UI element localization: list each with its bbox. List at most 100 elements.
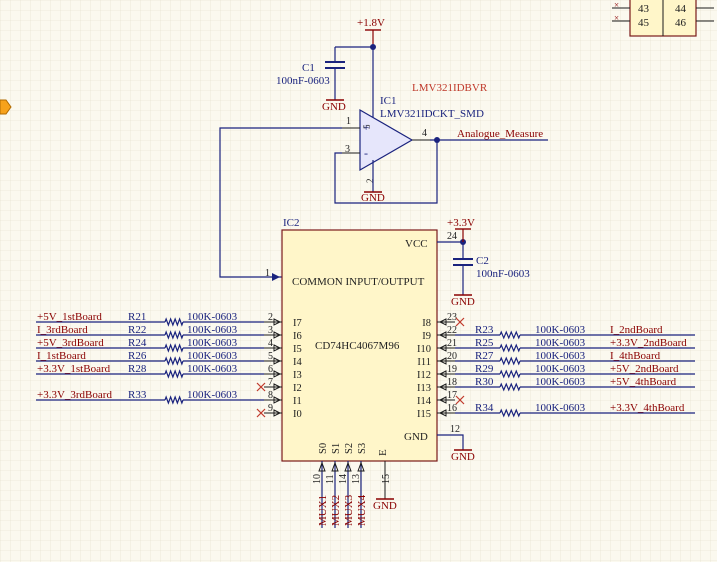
resistor-ref: R21 (128, 311, 146, 323)
pin-number: 2 (268, 312, 273, 323)
ic1-pin-5: 5 (362, 124, 372, 129)
net-label: +3.3V_4thBoard (610, 402, 685, 414)
net-label: MUX1 (317, 495, 329, 526)
header-port-43: 43 (638, 3, 650, 15)
ic2-pin-vcc: 24 (447, 231, 457, 242)
pin-name: I12 (417, 370, 431, 381)
arrow-input (272, 273, 280, 281)
pin-number: 14 (338, 474, 349, 484)
pin-name: I8 (422, 318, 431, 329)
pin-arrow (318, 461, 326, 472)
pin-number: 16 (447, 403, 457, 414)
wire-feedback (334, 140, 438, 204)
pin-name: S0 (318, 443, 329, 454)
pin-number: 17 (447, 390, 457, 401)
pin-name: I11 (417, 357, 431, 368)
resistor-zigzag (499, 369, 521, 379)
pin-name: I3 (293, 370, 302, 381)
ic2-part: CD74HC4067M96 (315, 340, 400, 352)
resistor-zigzag (499, 408, 521, 418)
resistor-zigzag (499, 382, 521, 392)
pin-name: I14 (417, 396, 432, 407)
header-port-46: 46 (675, 17, 687, 29)
resistor-zigzag (164, 330, 184, 340)
ic2-ref: IC2 (283, 217, 300, 229)
resistor-ref: R34 (475, 402, 494, 414)
pin-name: I4 (293, 357, 302, 368)
header-connector-fragment[interactable]: 43 44 45 46 × × (612, 0, 714, 37)
resistor-zigzag (499, 330, 521, 340)
mux-ic2[interactable]: IC2 VCC COMMON INPUT/OUTPUT CD74HC4067M9… (265, 217, 460, 462)
net-label: I_4thBoard (610, 350, 661, 362)
net-label: I_1stBoard (37, 350, 86, 362)
gnd-c1: GND (322, 99, 346, 113)
ic2-vcc-label: VCC (405, 238, 428, 250)
pin-number: 4 (268, 338, 273, 349)
channel-i14[interactable]: I14 17 (417, 390, 465, 407)
pin-arrow (273, 383, 282, 391)
pin-number: 10 (312, 474, 323, 484)
power-label-1v8: +1.8V (357, 17, 385, 29)
ic2-common-label: COMMON INPUT/OUTPUT (292, 276, 425, 288)
gnd-label: GND (361, 192, 385, 204)
c1-ref: C1 (302, 62, 315, 74)
header-port-45: 45 (638, 17, 650, 29)
resistor-ref: R23 (475, 324, 494, 336)
pin-number: 3 (268, 325, 273, 336)
opamp-ic1[interactable]: LMV321IDBVR IC1 LMV321IDCKT_SMD + - 1 3 … (345, 82, 488, 183)
port-marker[interactable] (0, 99, 12, 115)
net-analogue-measure: Analogue_Measure (457, 128, 543, 140)
pin-name: I9 (422, 331, 431, 342)
net-label: +3.3V_1stBoard (37, 363, 111, 375)
resistor-zigzag (164, 356, 184, 366)
resistor-value: 100K-0603 (187, 389, 238, 401)
pin-arrow (273, 357, 282, 365)
pin-arrow (344, 461, 352, 472)
resistor-value: 100K-0603 (535, 363, 586, 375)
pin-name: I1 (293, 396, 302, 407)
capacitor-c1[interactable]: C1 100nF-0603 (276, 61, 345, 100)
gnd-label: GND (451, 451, 475, 463)
pin-number: 8 (268, 390, 273, 401)
gnd-ic2: GND (451, 449, 475, 463)
pin-name: S3 (357, 443, 368, 454)
net-label: +5V_2ndBoard (610, 363, 679, 375)
pin-name: I13 (417, 383, 431, 394)
capacitor-c2[interactable]: C2 100nF-0603 (453, 255, 530, 295)
gnd-e: GND (373, 498, 397, 512)
ic1-ref: IC1 (380, 95, 397, 107)
gnd-ic1: GND (361, 191, 385, 204)
power-3v3[interactable]: +3.3V (447, 217, 475, 242)
c1-value: 100nF-0603 (276, 75, 330, 87)
pin-number: 11 (325, 474, 336, 484)
pin-number: 23 (447, 312, 457, 323)
channel-i2[interactable]: I27 (256, 377, 302, 394)
pin-arrow (273, 318, 282, 326)
channel-i8[interactable]: I8 23 (422, 312, 465, 329)
resistor-ref: R30 (475, 376, 494, 388)
resistor-value: 100K-0603 (535, 337, 586, 349)
channel-i0[interactable]: I09 (256, 403, 302, 420)
net-label: +5V_1stBoard (37, 311, 102, 323)
ic2-pin-e: 15 (381, 474, 392, 484)
ic2-pin-common: 1 (265, 268, 270, 279)
